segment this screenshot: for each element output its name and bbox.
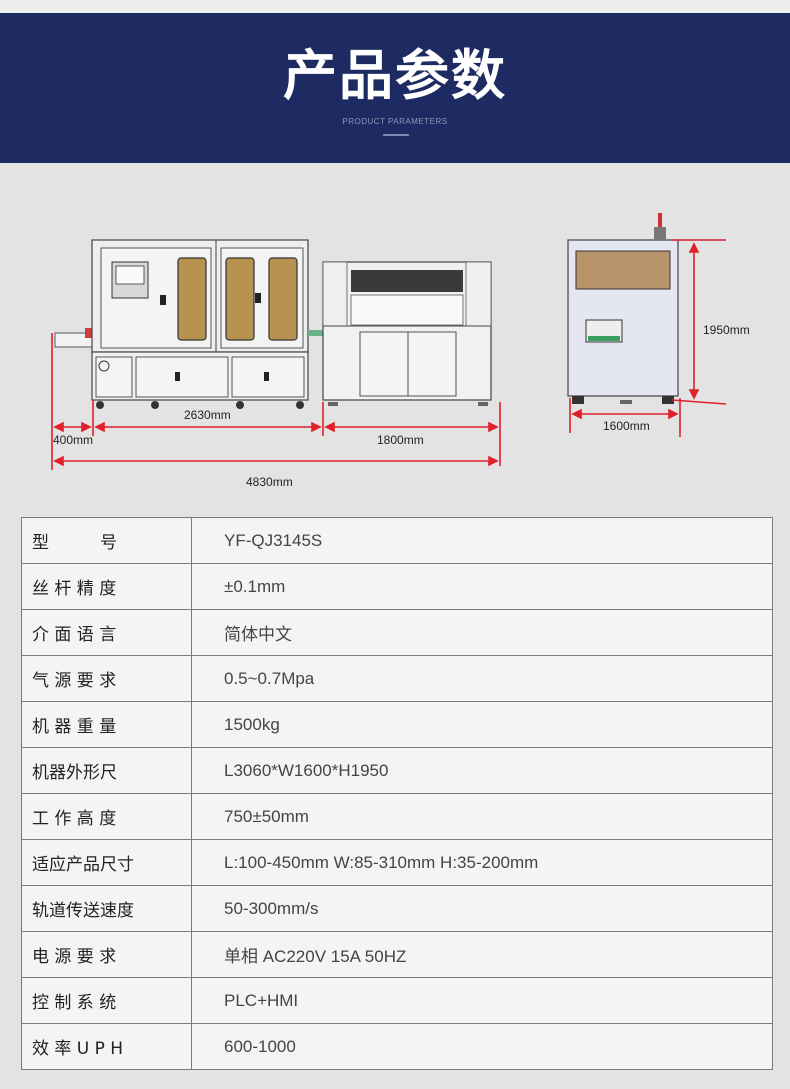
dim-label-400: 400mm	[53, 433, 93, 447]
spec-label: 型 号	[21, 517, 192, 564]
spec-label: 电 源 要 求	[21, 931, 192, 978]
spec-row: 介 面 语 言简体中文	[21, 609, 773, 656]
spec-value: L3060*W1600*H1950	[191, 747, 773, 794]
side-dimension-lines	[569, 239, 727, 437]
spec-label: 机器外形尺	[21, 747, 192, 794]
spec-label: 气 源 要 求	[21, 655, 192, 702]
spec-label: 适应产品尺寸	[21, 839, 192, 886]
spec-value: PLC+HMI	[191, 977, 773, 1024]
spec-value: 1500kg	[191, 701, 773, 748]
front-view	[54, 239, 492, 409]
front-dimension-lines	[51, 333, 501, 470]
dim-label-1600: 1600mm	[603, 419, 650, 433]
side-view	[567, 213, 679, 404]
machine-dimension-drawing: 400mm 2630mm 1800mm 4830mm 1950mm 1600mm	[51, 213, 750, 489]
spec-value: 600-1000	[191, 1023, 773, 1070]
dim-label-2630: 2630mm	[184, 408, 231, 422]
spec-value: YF-QJ3145S	[191, 517, 773, 564]
spec-value: 0.5~0.7Mpa	[191, 655, 773, 702]
spec-label: 机 器 重 量	[21, 701, 192, 748]
dim-label-1950: 1950mm	[703, 323, 750, 337]
page-subtitle: PRODUCT PARAMETERS	[342, 117, 448, 126]
spec-label: 轨道传送速度	[21, 885, 192, 932]
spec-value: 单相 AC220V 15A 50HZ	[191, 931, 773, 978]
spec-value: 50-300mm/s	[191, 885, 773, 932]
dim-label-4830: 4830mm	[246, 475, 293, 489]
spec-row: 丝 杆 精 度±0.1mm	[21, 563, 773, 610]
spec-label: 丝 杆 精 度	[21, 563, 192, 610]
page-title: 产品参数	[283, 44, 507, 107]
spec-label: 效 率 U P H	[21, 1023, 192, 1070]
spec-label: 控 制 系 统	[21, 977, 192, 1024]
dim-label-1800: 1800mm	[377, 433, 424, 447]
spec-value: 简体中文	[191, 609, 773, 656]
header-banner: 产品参数 PRODUCT PARAMETERS	[0, 13, 790, 163]
spec-row: 电 源 要 求单相 AC220V 15A 50HZ	[21, 931, 773, 978]
spec-value: ±0.1mm	[191, 563, 773, 610]
spec-label: 工 作 高 度	[21, 793, 192, 840]
spec-value: 750±50mm	[191, 793, 773, 840]
top-strip	[0, 0, 790, 13]
title-underline	[383, 134, 409, 136]
spec-label: 介 面 语 言	[21, 609, 192, 656]
spec-value: L:100-450mm W:85-310mm H:35-200mm	[191, 839, 773, 886]
